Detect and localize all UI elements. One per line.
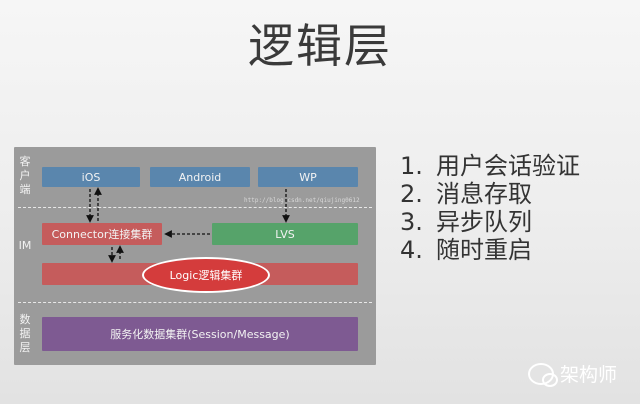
box-lvs: LVS xyxy=(212,223,358,245)
logic-highlight-oval: Logic逻辑集群 xyxy=(142,257,270,293)
box-storage: 服务化数据集群(Session/Message) xyxy=(42,317,358,351)
layer-label-im: IM xyxy=(18,239,32,252)
box-ios: iOS xyxy=(42,167,140,187)
feature-list: 1.用户会话验证 2.消息存取 3.异步队列 4.随时重启 xyxy=(400,152,580,264)
list-item: 2.消息存取 xyxy=(400,180,532,208)
watermark-text: http://blog.csdn.net/qiujing0612 xyxy=(244,197,360,204)
brand-name: 架构师 xyxy=(560,364,618,386)
layer-label-client: 客户端 xyxy=(19,155,31,196)
list-item: 1.用户会话验证 xyxy=(400,152,580,180)
separator-client-im xyxy=(18,207,372,208)
architecture-diagram: 客户端 IM 数据层 http://blog.csdn.net/qiujing0… xyxy=(14,147,376,365)
diagram-arrows xyxy=(86,187,290,263)
layer-label-data: 数据层 xyxy=(19,313,31,354)
separator-im-data xyxy=(18,302,372,303)
page-title: 逻辑层 xyxy=(248,19,392,73)
brand-logo: 架构师 xyxy=(528,360,617,387)
box-connector: Connector连接集群 xyxy=(42,223,162,245)
wechat-icon xyxy=(528,362,558,387)
list-item: 4.随时重启 xyxy=(400,236,532,264)
box-wp: WP xyxy=(258,167,358,187)
list-item: 3.异步队列 xyxy=(400,208,532,236)
box-android: Android xyxy=(150,167,250,187)
